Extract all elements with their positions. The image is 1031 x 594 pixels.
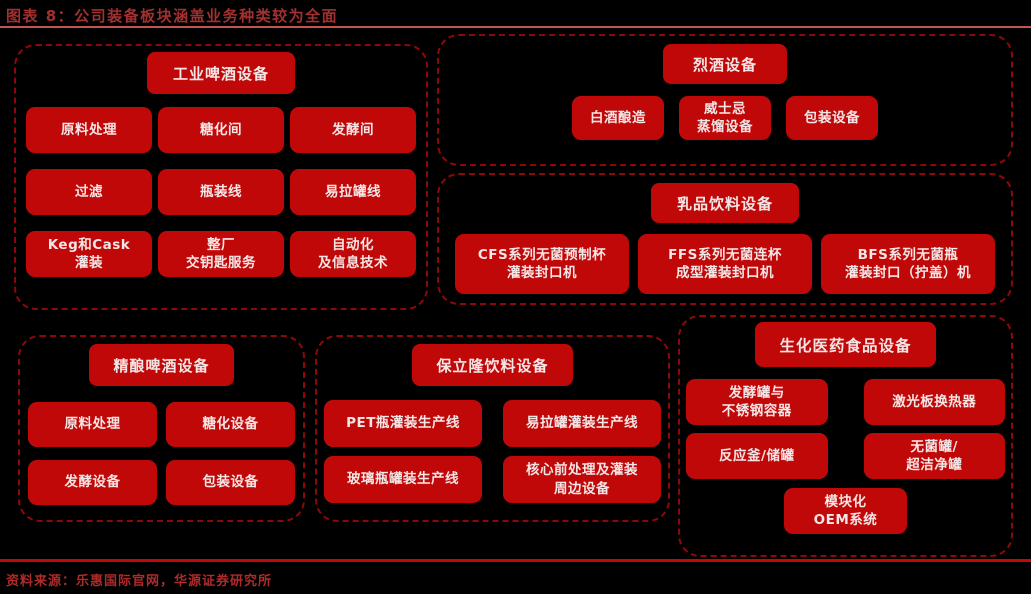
group-header: 工业啤酒设备 [146, 52, 295, 94]
item-row: 白酒酿造 威士忌 蒸馏设备 包装设备 [439, 96, 1011, 140]
item-grid: CFS系列无菌预制杯 灌装封口机 FFS系列无菌连杯 成型灌装封口机 BFS系列… [455, 234, 995, 294]
item-box: 糖化间 [158, 107, 284, 153]
item-box: BFS系列无菌瓶 灌装封口（拧盖）机 [821, 234, 995, 294]
item-box: 包装设备 [166, 460, 295, 505]
item-box: FFS系列无菌连杯 成型灌装封口机 [638, 234, 812, 294]
item-grid: 发酵罐与 不锈钢容器 激光板换热器 反应釜/储罐 无菌罐/ 超洁净罐 [686, 379, 1005, 479]
item-box: 玻璃瓶罐装生产线 [324, 456, 482, 503]
item-box: 过滤 [26, 169, 152, 215]
item-box: 模块化 OEM系统 [783, 488, 908, 534]
item-box: 整厂 交钥匙服务 [158, 231, 284, 277]
item-box: 反应釜/储罐 [686, 433, 828, 479]
item-box: 威士忌 蒸馏设备 [679, 96, 771, 140]
group-biochem-pharma-food-equipment: 生化医药食品设备 发酵罐与 不锈钢容器 激光板换热器 反应釜/储罐 无菌罐/ 超… [678, 315, 1013, 557]
item-box: 激光板换热器 [863, 379, 1005, 425]
item-box: 白酒酿造 [572, 96, 664, 140]
group-header: 精酿啤酒设备 [89, 344, 234, 386]
item-box: 发酵设备 [28, 460, 157, 505]
item-box: 易拉罐灌装生产线 [503, 400, 661, 447]
item-grid: PET瓶灌装生产线 易拉罐灌装生产线 玻璃瓶罐装生产线 核心前处理及灌装 周边设… [324, 400, 661, 503]
item-box: 糖化设备 [166, 402, 295, 447]
bottom-divider [0, 559, 1031, 562]
group-header: 乳品饮料设备 [650, 183, 799, 223]
item-box: CFS系列无菌预制杯 灌装封口机 [455, 234, 629, 294]
item-box: 包装设备 [786, 96, 878, 140]
group-header: 保立隆饮料设备 [412, 344, 573, 386]
group-industrial-beer-equipment: 工业啤酒设备 原料处理 糖化间 发酵间 过滤 瓶装线 易拉罐线 Keg和Cask… [14, 44, 428, 310]
item-box: PET瓶灌装生产线 [324, 400, 482, 447]
item-box: 自动化 及信息技术 [290, 231, 416, 277]
group-header: 生化医药食品设备 [755, 322, 936, 367]
item-box: 发酵间 [290, 107, 416, 153]
source-note: 资料来源：乐惠国际官网，华源证券研究所 [6, 574, 273, 589]
item-box: 原料处理 [28, 402, 157, 447]
item-box: 易拉罐线 [290, 169, 416, 215]
item-box: 原料处理 [26, 107, 152, 153]
group-dairy-beverage-equipment: 乳品饮料设备 CFS系列无菌预制杯 灌装封口机 FFS系列无菌连杯 成型灌装封口… [437, 173, 1013, 305]
figure-title: 图表 8：公司装备板块涵盖业务种类较为全面 [6, 7, 339, 25]
group-header: 烈酒设备 [662, 44, 787, 84]
item-box: 核心前处理及灌装 周边设备 [503, 456, 661, 503]
group-spirits-equipment: 烈酒设备 白酒酿造 威士忌 蒸馏设备 包装设备 [437, 34, 1013, 166]
group-baolilong-beverage-equipment: 保立隆饮料设备 PET瓶灌装生产线 易拉罐灌装生产线 玻璃瓶罐装生产线 核心前处… [315, 335, 670, 522]
title-underline [0, 26, 1031, 28]
item-box: 瓶装线 [158, 169, 284, 215]
item-box: 发酵罐与 不锈钢容器 [686, 379, 828, 425]
item-grid: 原料处理 糖化设备 发酵设备 包装设备 [28, 402, 295, 505]
item-box: Keg和Cask 灌装 [26, 231, 152, 277]
item-box: 无菌罐/ 超洁净罐 [863, 433, 1005, 479]
group-craft-beer-equipment: 精酿啤酒设备 原料处理 糖化设备 发酵设备 包装设备 [18, 335, 305, 522]
item-grid: 原料处理 糖化间 发酵间 过滤 瓶装线 易拉罐线 Keg和Cask 灌装 整厂 … [26, 107, 416, 277]
